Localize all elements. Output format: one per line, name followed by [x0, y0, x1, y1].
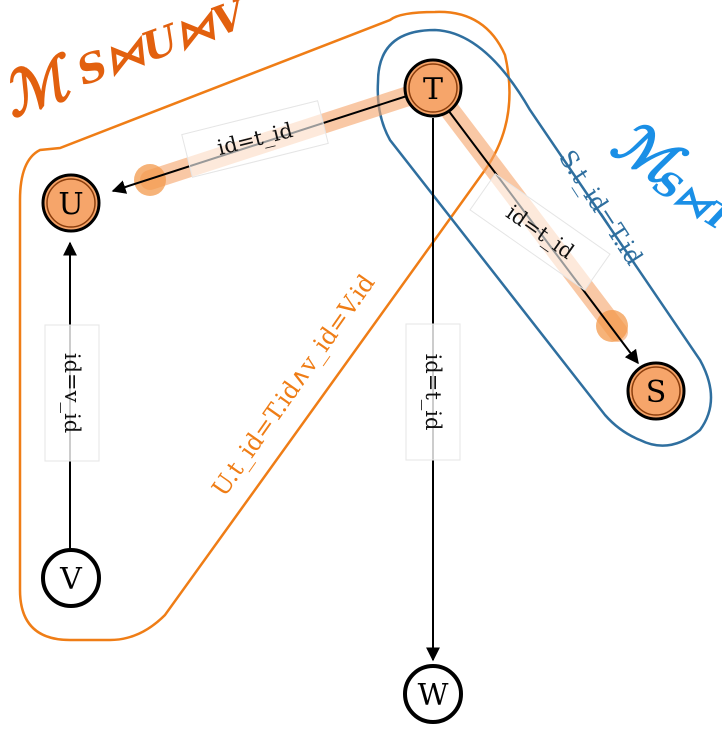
node-w-label: W — [418, 678, 449, 713]
node-v-label: V — [59, 562, 83, 597]
node-t[interactable]: T — [403, 58, 463, 118]
node-u-label: U — [58, 187, 83, 222]
edge-label-t-to-u: id=t_id — [181, 100, 329, 178]
edge-label-t-to-w: id=t_id — [405, 323, 461, 461]
region-suv-condition: U.t_id=T.id∧v_id=V.id — [206, 269, 380, 501]
node-t-label: T — [423, 72, 443, 107]
node-v[interactable]: V — [41, 548, 101, 608]
region-suv-subscript: S⋈U⋈V — [71, 0, 255, 95]
region-st-outline — [376, 28, 713, 447]
node-u[interactable]: U — [41, 173, 101, 233]
edge-label-v-to-u: id=v_id — [44, 324, 100, 462]
region-suv-label: ℳ S⋈U⋈V — [0, 0, 255, 132]
edge-label-text: id=t_id — [421, 354, 445, 431]
node-s-label: S — [646, 375, 667, 410]
node-s[interactable]: S — [626, 361, 686, 421]
edge-label-text: id=v_id — [60, 353, 84, 433]
node-w[interactable]: W — [403, 664, 463, 724]
